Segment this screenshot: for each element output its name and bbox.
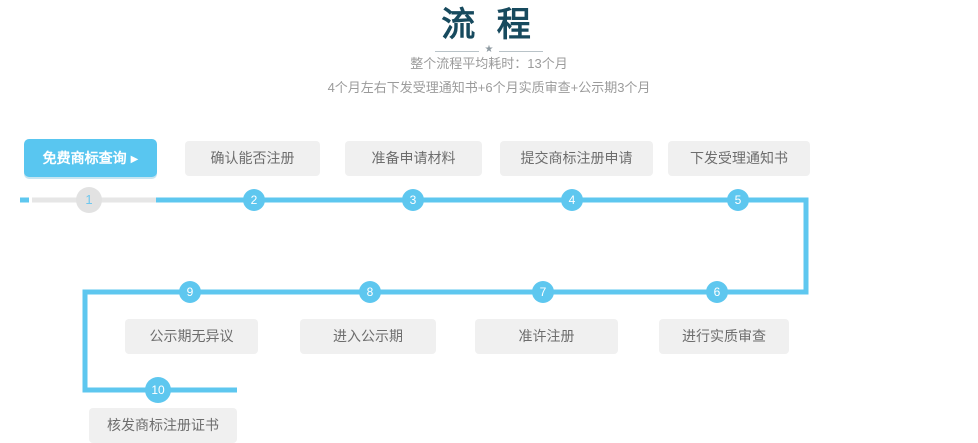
step-button-label: 准备申请材料 — [371, 150, 456, 166]
step-button-label: 进入公示期 — [333, 328, 403, 344]
subtitle-breakdown: 4个月左右下发受理通知书+6个月实质审查+公示期3个月 — [327, 80, 651, 95]
step-button-issue-acceptance-notice[interactable]: 下发受理通知书 — [668, 141, 810, 176]
step-node-4[interactable]: 4 — [561, 189, 583, 211]
step-button-approve-registration[interactable]: 准许注册 — [475, 319, 618, 354]
play-arrow-icon: ▶ — [130, 154, 139, 165]
step-button-label: 下发受理通知书 — [690, 150, 788, 166]
step-button-label: 核发商标注册证书 — [107, 417, 219, 433]
title-divider: ★ — [0, 44, 978, 58]
step-button-label: 提交商标注册申请 — [520, 150, 633, 166]
subtitle-duration: 整个流程平均耗时：13个月 — [410, 56, 568, 71]
step-button-free-trademark-search[interactable]: 免费商标查询▶ — [24, 139, 157, 177]
step-node-10[interactable]: 10 — [145, 377, 171, 403]
step-button-label: 公示期无异议 — [149, 328, 234, 344]
step-node-5[interactable]: 5 — [727, 189, 749, 211]
divider-line-right — [499, 50, 544, 52]
step-node-9[interactable]: 9 — [179, 281, 201, 303]
page-title: 流 程 — [441, 6, 537, 44]
step-node-7[interactable]: 7 — [532, 281, 554, 303]
step-button-no-objection[interactable]: 公示期无异议 — [125, 319, 258, 354]
step-node-8[interactable]: 8 — [359, 281, 381, 303]
step-button-prepare-materials[interactable]: 准备申请材料 — [345, 141, 482, 176]
step-button-label: 确认能否注册 — [210, 150, 295, 166]
step-button-submit-application[interactable]: 提交商标注册申请 — [500, 141, 653, 176]
step-node-3[interactable]: 3 — [402, 189, 424, 211]
step-button-label: 准许注册 — [518, 328, 575, 344]
step-node-2[interactable]: 2 — [243, 189, 265, 211]
divider-line-left — [434, 50, 479, 52]
step-button-label: 进行实质审查 — [682, 328, 766, 344]
step-button-issue-certificate[interactable]: 核发商标注册证书 — [89, 408, 237, 443]
step-button-substantive-examination[interactable]: 进行实质审查 — [659, 319, 789, 354]
star-icon: ★ — [484, 44, 494, 55]
step-button-confirm-registrable[interactable]: 确认能否注册 — [185, 141, 320, 176]
step-button-label: 免费商标查询 — [42, 150, 127, 166]
step-node-1[interactable]: 1 — [76, 187, 102, 213]
step-node-6[interactable]: 6 — [706, 281, 728, 303]
step-button-enter-publication[interactable]: 进入公示期 — [300, 319, 436, 354]
